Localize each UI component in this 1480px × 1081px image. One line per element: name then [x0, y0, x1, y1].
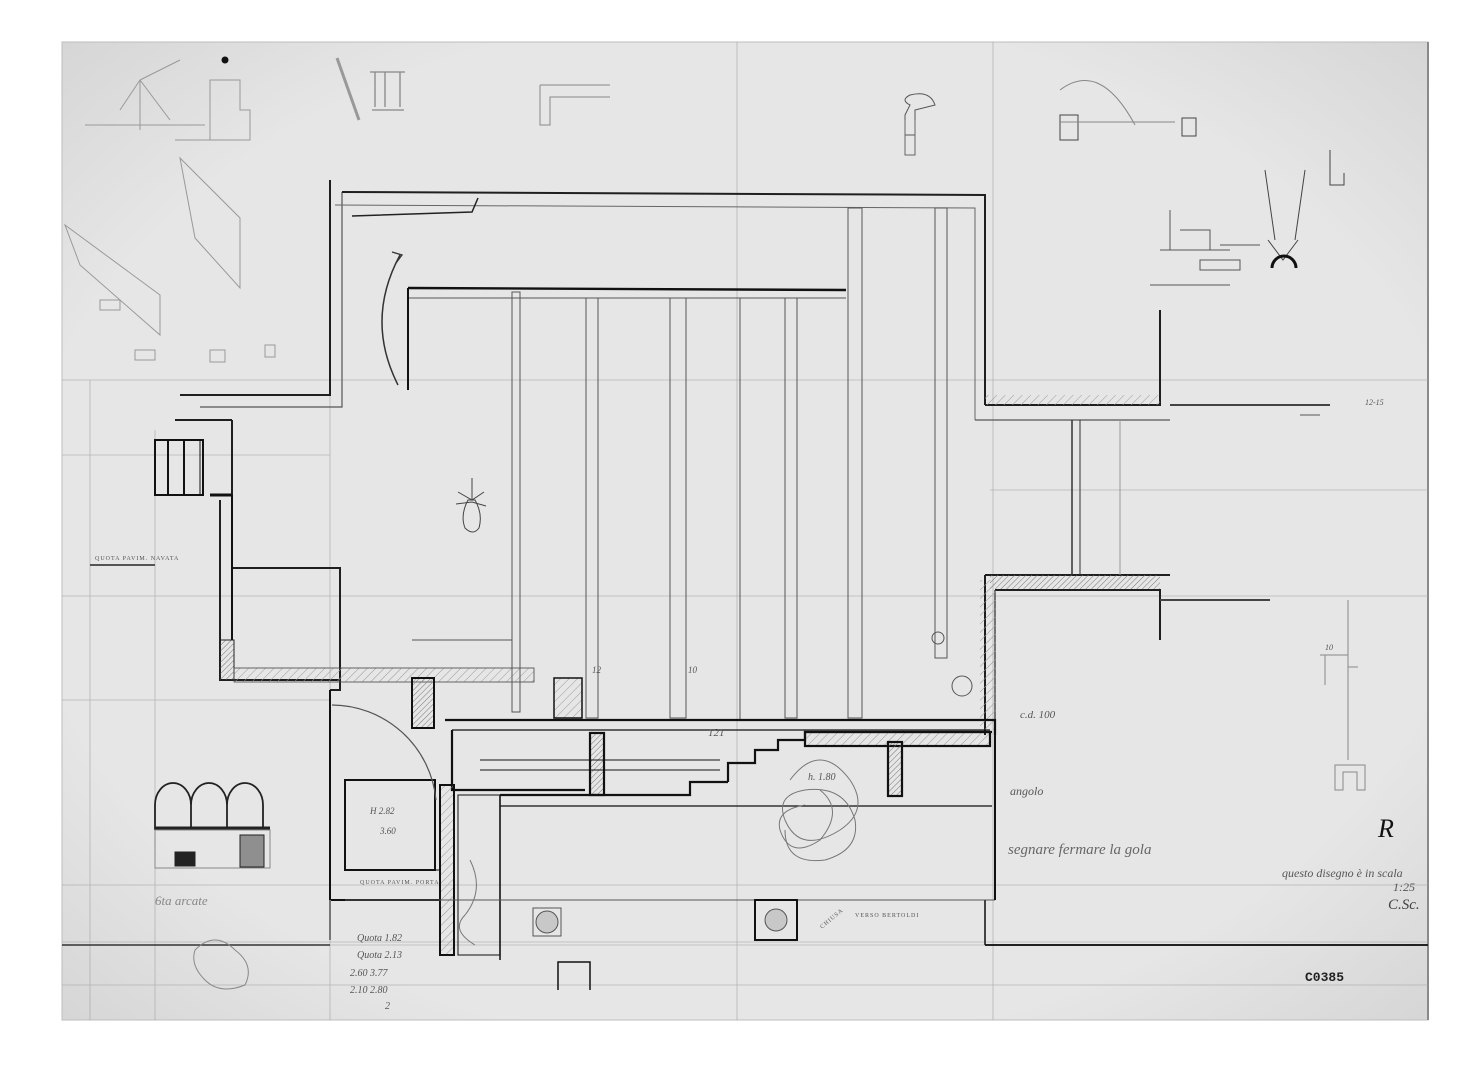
level-3: 2.60 3.77 [350, 968, 388, 979]
scale-value: 1:25 [1393, 880, 1415, 894]
left-small-label: QUOTA PAVIM. NAVATA [95, 556, 180, 562]
section-details-top [335, 57, 1345, 286]
paper [61, 41, 1429, 1021]
arched-elevation [154, 782, 271, 990]
stair-label: h. 1.80 [808, 772, 836, 783]
drain-label-2: VERSO BERTOLDI [855, 913, 920, 919]
dimension-10: 10 [688, 665, 697, 675]
right-note-bottom: segnare fermare la gola [1008, 842, 1152, 858]
landing [62, 690, 1428, 960]
insect-sketch [455, 478, 487, 533]
room-label-2: 3.60 [380, 826, 396, 836]
level-2: Quota 2.13 [357, 950, 402, 961]
right-note-angolo: angolo [1010, 784, 1044, 798]
corner-dimension: 12-15 [1365, 398, 1384, 407]
margin-number: 10 [1325, 643, 1333, 652]
elevation-note: 6ta arcate [155, 893, 208, 908]
interior-bays [407, 207, 1121, 720]
door-arc [331, 704, 437, 801]
archive-stamp: C0385 [1305, 970, 1345, 985]
signature: C.Sc. [1388, 897, 1420, 913]
initial-mark: R [1378, 814, 1394, 843]
dimension-12: 12 [592, 665, 601, 675]
construction-lines [62, 42, 1428, 1020]
door-swing [381, 254, 401, 386]
right-note-top: c.d. 100 [1020, 709, 1056, 721]
pin-hole [221, 56, 229, 64]
wall-hatching [219, 395, 1160, 730]
room-label-1: H 2.82 [370, 806, 395, 816]
landing-label: QUOTA PAVIM. PORTA [360, 880, 440, 886]
level-4: 2.10 2.80 [350, 985, 388, 996]
level-1: Quota 1.82 [357, 933, 402, 944]
vegetation-scribble [458, 759, 859, 946]
scale-note: questo disegno è in scala [1282, 866, 1403, 880]
level-5: 2 [385, 1001, 390, 1012]
dimension-121: 121 [708, 727, 725, 739]
dimension-ticks [90, 414, 1320, 566]
annotation-circles [532, 631, 973, 990]
stair-section [445, 718, 997, 807]
perspective-sketch [63, 59, 276, 363]
window-mullions [154, 439, 233, 640]
profile-details-right [1320, 600, 1366, 791]
